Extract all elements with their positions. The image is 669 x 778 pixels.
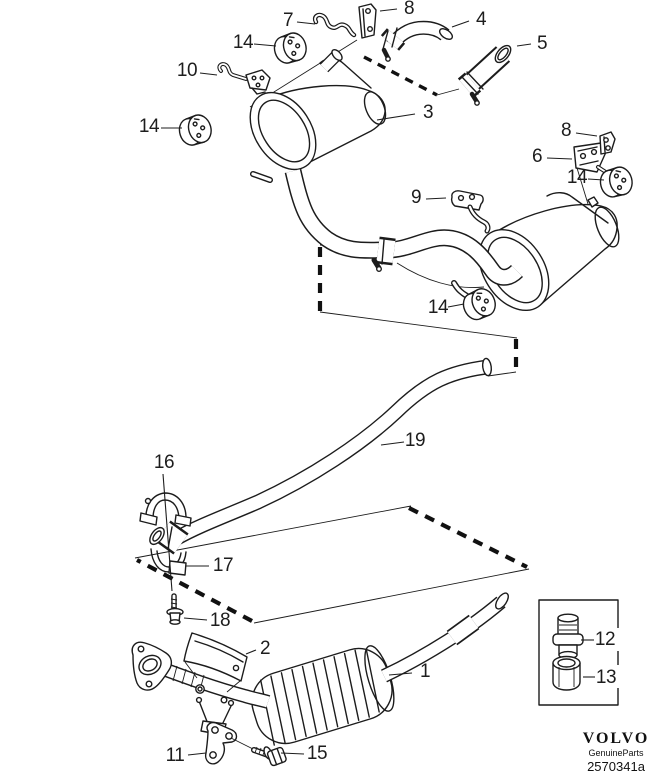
part-label-12: 12: [594, 629, 616, 650]
leader-line-2: [245, 649, 257, 655]
hardware-inset-box: [538, 599, 623, 706]
part-label-14: 14: [427, 297, 449, 318]
leader-line-4: [451, 20, 470, 28]
part-label-4: 4: [475, 9, 487, 30]
part-label-15: 15: [306, 743, 328, 764]
leader-line-14: [587, 178, 605, 181]
leader-line-3: [376, 113, 416, 121]
volvo-branding: VOLVO GenuineParts 2570341a: [570, 730, 662, 774]
part-label-9: 9: [410, 187, 422, 208]
part-label-14: 14: [232, 32, 254, 53]
part-label-6: 6: [531, 146, 543, 167]
part-label-7: 7: [282, 10, 294, 31]
alignment-line-tailpipe: [436, 88, 460, 96]
intermediate-pipe-19: [149, 357, 493, 555]
leader-line-6: [546, 157, 573, 160]
alignment-dashes-tailpipe: [363, 55, 438, 97]
part-label-2: 2: [259, 638, 271, 659]
part-label-18: 18: [209, 610, 231, 631]
leader-line-8: [379, 8, 398, 12]
part-label-11: 11: [165, 745, 185, 766]
leader-line-14: [253, 43, 277, 47]
part-label-1: 1: [419, 661, 431, 682]
section-boundary-lower: [134, 505, 530, 624]
rubber-mount-14-left: [175, 111, 216, 150]
part-label-8: 8: [560, 120, 572, 141]
leader-line-7: [296, 21, 316, 25]
part-label-17: 17: [212, 555, 234, 576]
rubber-mount-14-top: [270, 29, 311, 68]
leader-line-5: [516, 43, 532, 47]
pipe-clamp-16: [139, 492, 192, 527]
hanger-bracket-7: [312, 12, 357, 38]
tailpipe-4: [380, 20, 454, 62]
hanger-bracket-9: [450, 190, 491, 234]
leader-lines: [161, 8, 605, 756]
bolt-15: [251, 746, 287, 767]
leader-line-8: [575, 132, 598, 137]
leader-line-16: [162, 473, 173, 592]
part-label-14: 14: [138, 116, 160, 137]
intermediate-s-pipe: [284, 169, 524, 299]
part-label-14: 14: [566, 167, 588, 188]
leader-line-15: [280, 752, 305, 755]
leader-line-1: [388, 672, 413, 676]
tailpipe-tip-5: [457, 44, 512, 106]
part-label-5: 5: [536, 33, 548, 54]
part-label-13: 13: [595, 667, 617, 688]
hanger-bracket-8-top: [358, 3, 377, 39]
leader-line-19: [380, 441, 405, 446]
leader-line-14: [447, 303, 465, 308]
volvo-logo: VOLVO: [582, 730, 650, 747]
part-label-8: 8: [403, 0, 415, 19]
stud-12: [552, 613, 584, 660]
part-label-16: 16: [153, 452, 175, 473]
leader-line-10: [199, 72, 218, 76]
bracket-11: [204, 721, 254, 765]
part-label-10: 10: [176, 60, 198, 81]
hanger-bracket-8-right: [599, 131, 616, 155]
heat-shield-2: [183, 632, 248, 693]
leader-line-18: [183, 617, 208, 621]
part-label-3: 3: [422, 102, 434, 123]
hanger-bracket-10: [217, 62, 271, 95]
rear-muffler-left: [249, 48, 387, 183]
part-label-19: 19: [404, 430, 426, 451]
bolt-18: [166, 593, 184, 625]
leader-line-9: [425, 197, 447, 200]
leader-line-11: [187, 752, 207, 756]
front-pipe-catalytic-converter: [131, 592, 509, 746]
genuine-parts-label: GenuineParts: [588, 748, 644, 758]
nut-13: [552, 655, 581, 691]
document-number: 2570341a: [587, 759, 645, 774]
clamp-bracket-17: [150, 548, 187, 576]
